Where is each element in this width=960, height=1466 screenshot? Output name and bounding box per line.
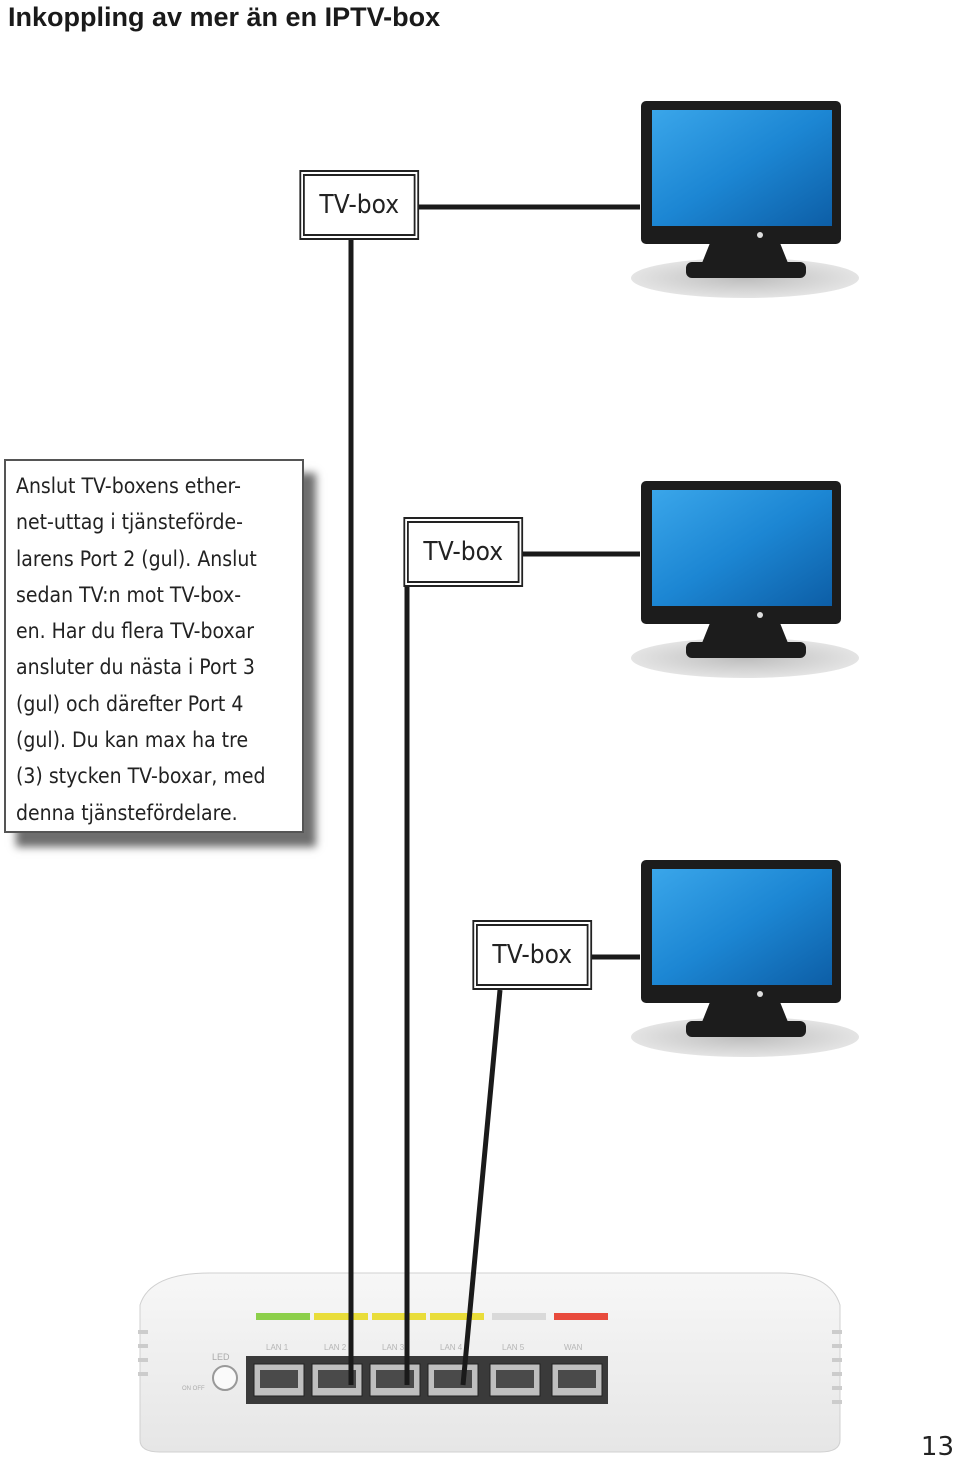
router-icon: LED ON OFF LAN 1 LAN 2 LAN 3 LAN 4 LAN 5 WAN [138,1272,842,1453]
port-sticker [372,1313,426,1320]
monitor-2-icon [631,481,859,678]
led-switch-label: ON OFF [182,1386,205,1392]
instruction-text: Anslut TV-boxens ether- net-uttag i tjän… [16,474,266,826]
port-label: LAN 4 [440,1343,463,1352]
port-socket [558,1370,596,1388]
instruction-callout: Anslut TV-boxens ether- net-uttag i tjän… [4,459,304,833]
port-sticker [430,1313,484,1320]
tv-box-1: TV-box [301,172,418,238]
tv-box-3-label: TV-box [492,940,573,970]
tv-box-3: TV-box [474,922,591,988]
port-sticker [256,1313,310,1320]
port-socket [496,1370,534,1388]
port-sticker [314,1313,368,1320]
page-title: Inkoppling av mer än en IPTV-box [8,2,441,32]
monitor-1-icon [631,101,859,298]
led-label: LED [212,1352,230,1362]
port-label: LAN 5 [502,1343,525,1352]
port-socket [260,1370,298,1388]
port-sticker [492,1313,546,1320]
monitor-3-icon [631,860,859,1057]
tv-box-2: TV-box [405,519,522,585]
cables [348,204,640,1386]
tv-box-1-label: TV-box [319,190,400,220]
port-label: LAN 3 [382,1343,405,1352]
page-number: 13 [920,1432,954,1462]
port-label: LAN 1 [266,1343,289,1352]
port-label: WAN [564,1343,583,1352]
tv-box-2-label: TV-box [423,537,504,567]
port-socket [318,1370,356,1388]
port-sticker [554,1313,608,1320]
port-label: LAN 2 [324,1343,347,1352]
